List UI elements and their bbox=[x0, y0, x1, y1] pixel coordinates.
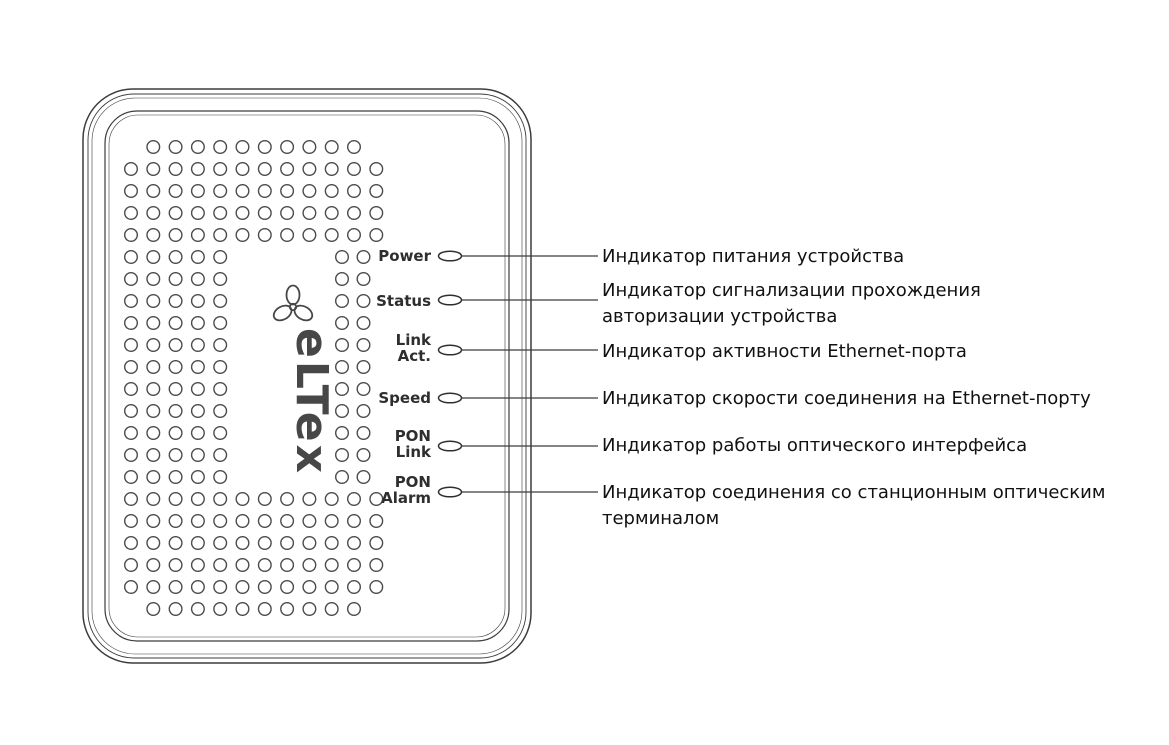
desc-status-1: Индикатор сигнализации прохождения bbox=[602, 280, 981, 301]
desc-status-2: авторизации устройства bbox=[602, 306, 837, 327]
speed-led bbox=[437, 392, 463, 404]
led-indicators bbox=[437, 250, 463, 498]
pon-link-led bbox=[437, 440, 463, 452]
eltex-fan-icon bbox=[272, 284, 314, 322]
eltex-logo: eLTex bbox=[272, 284, 337, 476]
status-led bbox=[437, 294, 463, 306]
led-label-alarm: Alarm bbox=[381, 489, 431, 507]
led-label-pon-link: Link bbox=[396, 443, 432, 461]
case-outline-outer bbox=[82, 88, 532, 664]
front-face-outline bbox=[104, 110, 510, 642]
led-label-pon: PON bbox=[395, 427, 431, 445]
device-case bbox=[82, 88, 532, 664]
desc-speed: Индикатор скорости соединения на Etherne… bbox=[602, 388, 1091, 409]
led-label-speed: Speed bbox=[378, 389, 431, 407]
case-outline-inner bbox=[91, 97, 523, 655]
desc-pon-alarm-2: терминалом bbox=[602, 508, 719, 529]
leader-lines bbox=[462, 255, 598, 493]
desc-pon-link: Индикатор работы оптического интерфейса bbox=[602, 435, 1027, 456]
pon-alarm-led bbox=[437, 486, 463, 498]
led-labels: Power Status Link Act. Speed PON Link PO… bbox=[376, 247, 432, 507]
desc-power: Индикатор питания устройства bbox=[602, 246, 904, 267]
desc-pon-alarm-1: Индикатор соединения со станционным опти… bbox=[602, 482, 1105, 503]
front-face-inline bbox=[108, 114, 506, 638]
desc-link-act: Индикатор активности Ethernet-порта bbox=[602, 341, 967, 362]
link-act-led bbox=[437, 344, 463, 356]
led-label-pon2: PON bbox=[395, 473, 431, 491]
case-outline-mid bbox=[87, 93, 527, 659]
led-label-status: Status bbox=[376, 292, 431, 310]
led-label-act: Act. bbox=[398, 347, 431, 365]
eltex-logo-text: eLTex bbox=[286, 328, 337, 476]
led-label-link: Link bbox=[396, 331, 432, 349]
led-label-power: Power bbox=[378, 247, 431, 265]
perforation-dots bbox=[123, 139, 384, 617]
power-led bbox=[437, 250, 463, 262]
led-descriptions: Индикатор питания устройства Индикатор с… bbox=[602, 246, 1105, 529]
